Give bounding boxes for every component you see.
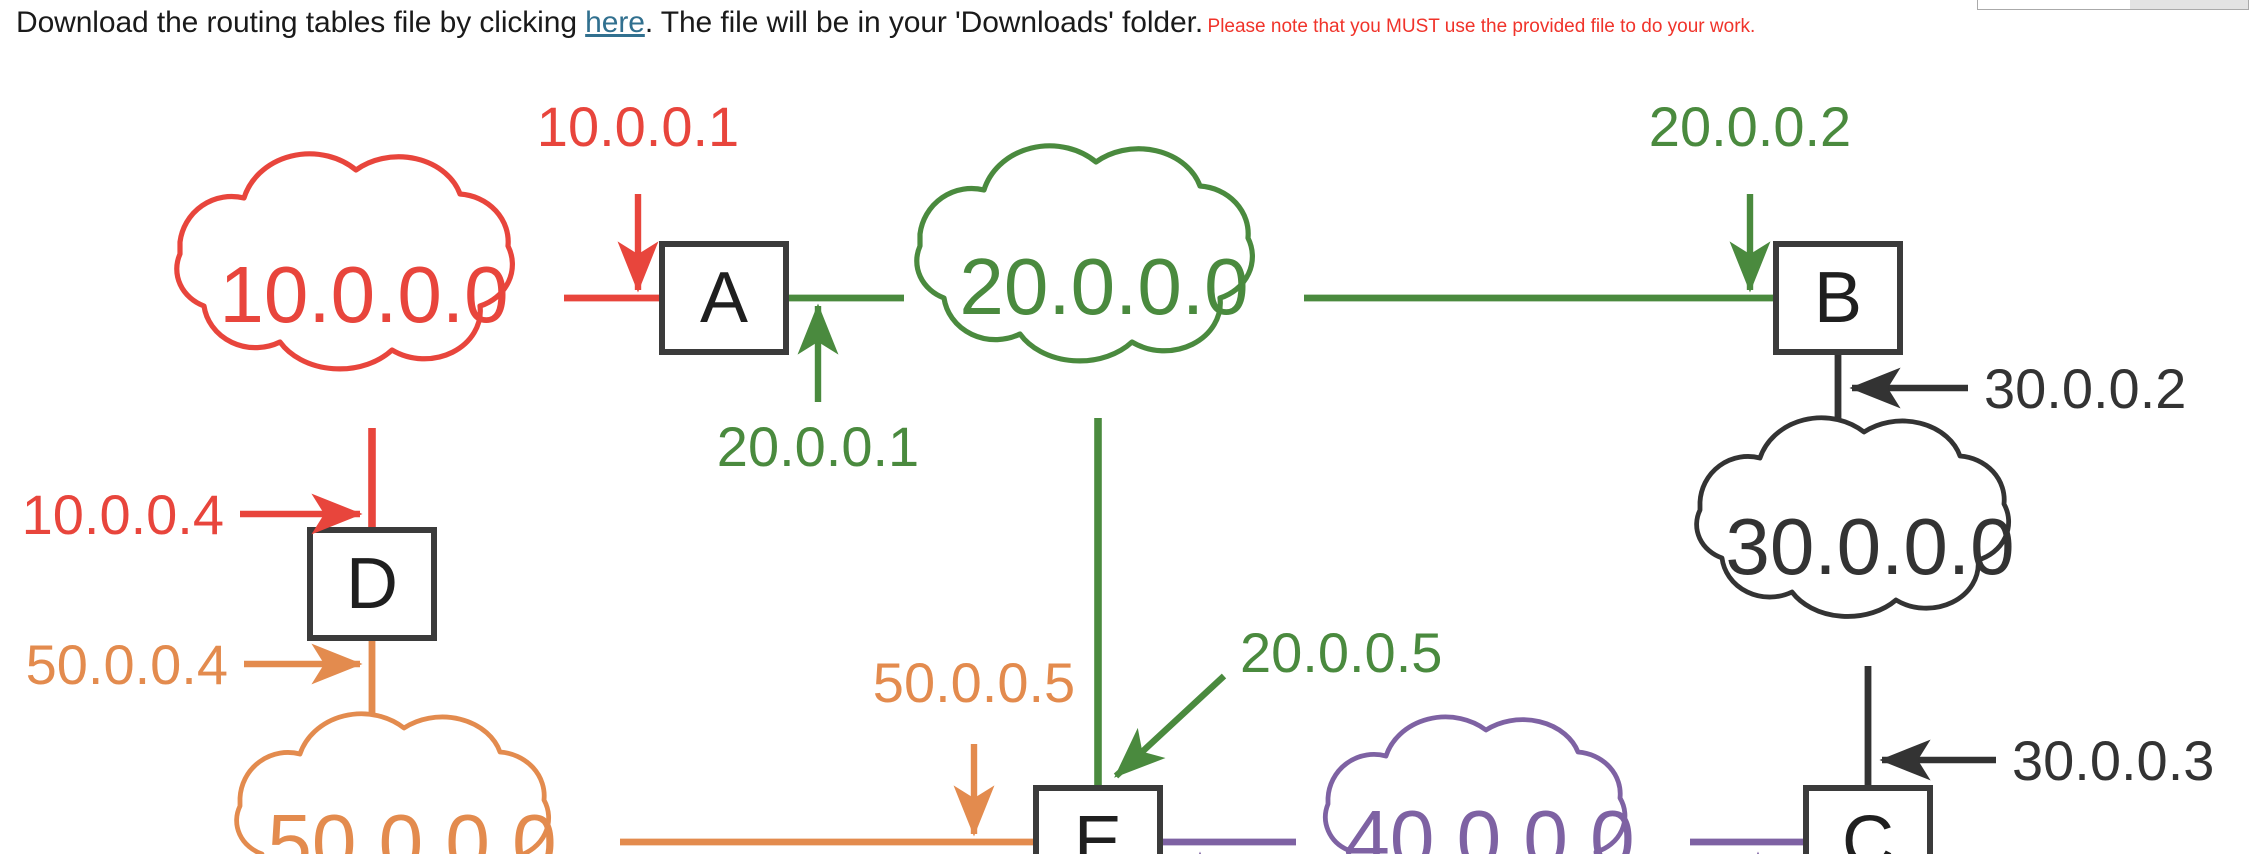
cloud-label-40-0-0-0: 40.0.0.0 xyxy=(1345,794,1634,854)
instruction-paragraph: Download the routing tables file by clic… xyxy=(16,5,2246,42)
router-a-label: A xyxy=(700,258,748,338)
annotation-20-0-0-1: 20.0.0.1 xyxy=(717,303,919,478)
router-a[interactable]: A xyxy=(659,241,789,355)
router-c-label: C xyxy=(1842,802,1894,854)
cloud-40-0-0-0: 40.0.0.0 xyxy=(1323,714,1635,854)
download-here-link[interactable]: here xyxy=(585,6,645,39)
instruction-note: Please note that you MUST use the provid… xyxy=(1207,16,1756,37)
router-d[interactable]: D xyxy=(307,527,437,641)
annotation-10-0-0-4: 10.0.0.4 xyxy=(22,483,363,546)
iface-label-50-0-0-5: 50.0.0.5 xyxy=(873,651,1075,714)
iface-label-10-0-0-4: 10.0.0.4 xyxy=(22,483,224,546)
iface-label-20-0-0-5: 20.0.0.5 xyxy=(1240,621,1442,684)
iface-label-30-0-0-2: 30.0.0.2 xyxy=(1984,357,2186,420)
cloud-10-0-0-0: 10.0.0.0 xyxy=(174,151,515,372)
cloud-label-50-0-0-0: 50.0.0.0 xyxy=(267,798,556,854)
iface-label-30-0-0-3: 30.0.0.3 xyxy=(2012,729,2214,792)
router-b[interactable]: B xyxy=(1773,241,1903,355)
annotation-10-0-0-1: 10.0.0.1 xyxy=(537,98,739,293)
annotation-50-0-0-5: 50.0.0.5 xyxy=(873,651,1075,837)
annotation-30-0-0-2: 30.0.0.2 xyxy=(1849,357,2186,420)
network-topology-diagram: 10.0.0.0 20.0.0.0 30.0.0.0 40.0.0.0 50.0… xyxy=(0,98,2256,854)
annotation-20-0-0-2: 20.0.0.2 xyxy=(1649,98,1851,293)
annotation-30-0-0-3: 30.0.0.3 xyxy=(1879,729,2214,792)
router-e[interactable]: E xyxy=(1033,785,1163,854)
iface-label-10-0-0-1: 10.0.0.1 xyxy=(537,98,739,158)
router-b-label: B xyxy=(1814,258,1862,338)
annotation-20-0-0-5: 20.0.0.5 xyxy=(1113,621,1442,779)
cloud-20-0-0-0: 20.0.0.0 xyxy=(914,143,1255,364)
truncated-input-fill xyxy=(2130,0,2248,9)
cloud-label-10-0-0-0: 10.0.0.0 xyxy=(219,250,508,339)
topology-svg: 10.0.0.0 20.0.0.0 30.0.0.0 40.0.0.0 50.0… xyxy=(22,98,2214,854)
cloud-30-0-0-0: 30.0.0.0 xyxy=(1694,415,2015,619)
router-e-label: E xyxy=(1074,802,1122,854)
router-d-label: D xyxy=(346,544,398,624)
cloud-50-0-0-0: 50.0.0.0 xyxy=(234,711,557,854)
iface-label-20-0-0-1: 20.0.0.1 xyxy=(717,415,919,478)
instruction-prefix: Download the routing tables file by clic… xyxy=(16,6,586,39)
router-c[interactable]: C xyxy=(1803,785,1933,854)
annotation-50-0-0-4: 50.0.0.4 xyxy=(26,633,363,696)
cloud-label-30-0-0-0: 30.0.0.0 xyxy=(1725,502,2014,591)
iface-label-50-0-0-4: 50.0.0.4 xyxy=(26,633,228,696)
truncated-input-widget[interactable] xyxy=(1977,0,2249,10)
cloud-label-20-0-0-0: 20.0.0.0 xyxy=(959,242,1248,331)
iface-label-20-0-0-2: 20.0.0.2 xyxy=(1649,98,1851,158)
instruction-suffix: . The file will be in your 'Downloads' f… xyxy=(644,6,1204,39)
